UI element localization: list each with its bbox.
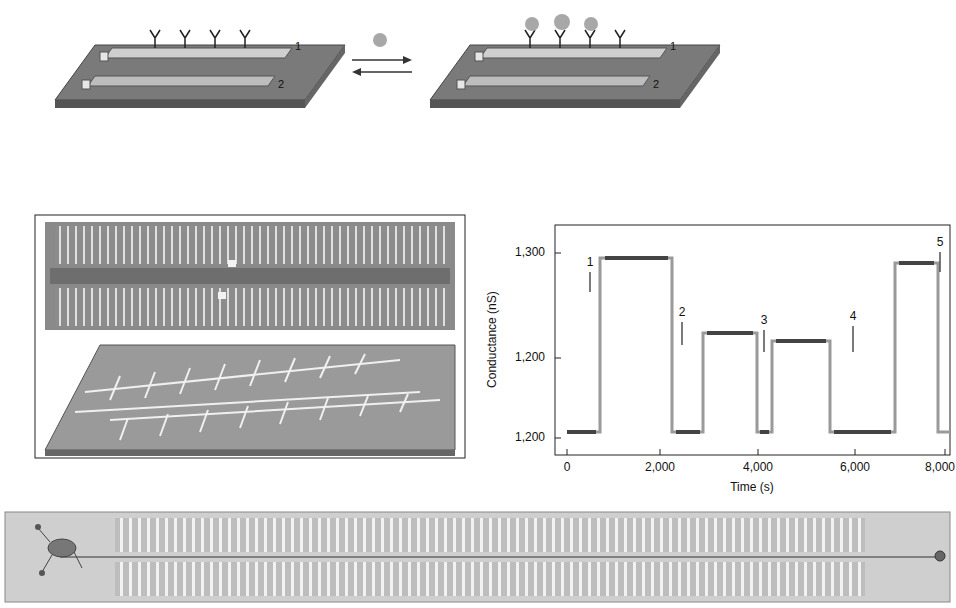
axis-tick: 0: [564, 461, 571, 474]
axis-tick: 1,300: [515, 246, 545, 259]
wire-number: 1: [670, 40, 676, 52]
axis-tick: 1,200: [515, 351, 545, 364]
sensor-chip: [55, 30, 345, 108]
axis-title: Time (s): [730, 481, 774, 494]
wire-number: 1: [295, 40, 301, 52]
axis-tick: 8,000: [925, 461, 955, 474]
callout-number: 1: [586, 256, 595, 269]
callout-number: 2: [678, 306, 687, 319]
array-panel: [35, 215, 465, 458]
callout-number: 5: [936, 236, 945, 249]
axis-tick: 4,000: [743, 461, 773, 474]
callout-number: 4: [849, 310, 858, 323]
axis-tick: 6,000: [840, 461, 870, 474]
callout-number: 3: [760, 314, 769, 327]
axis-title: Conductance (nS): [485, 292, 498, 389]
sensor-chip-bound: [430, 14, 720, 108]
axis-tick: 2,000: [645, 461, 675, 474]
wire-number: 2: [278, 78, 284, 90]
wire-number: 2: [653, 78, 659, 90]
axis-tick: 1,200: [515, 431, 545, 444]
conductance-chart: [555, 225, 950, 455]
equilibrium-arrows: [352, 33, 412, 76]
nanowire-strip: [5, 512, 950, 602]
